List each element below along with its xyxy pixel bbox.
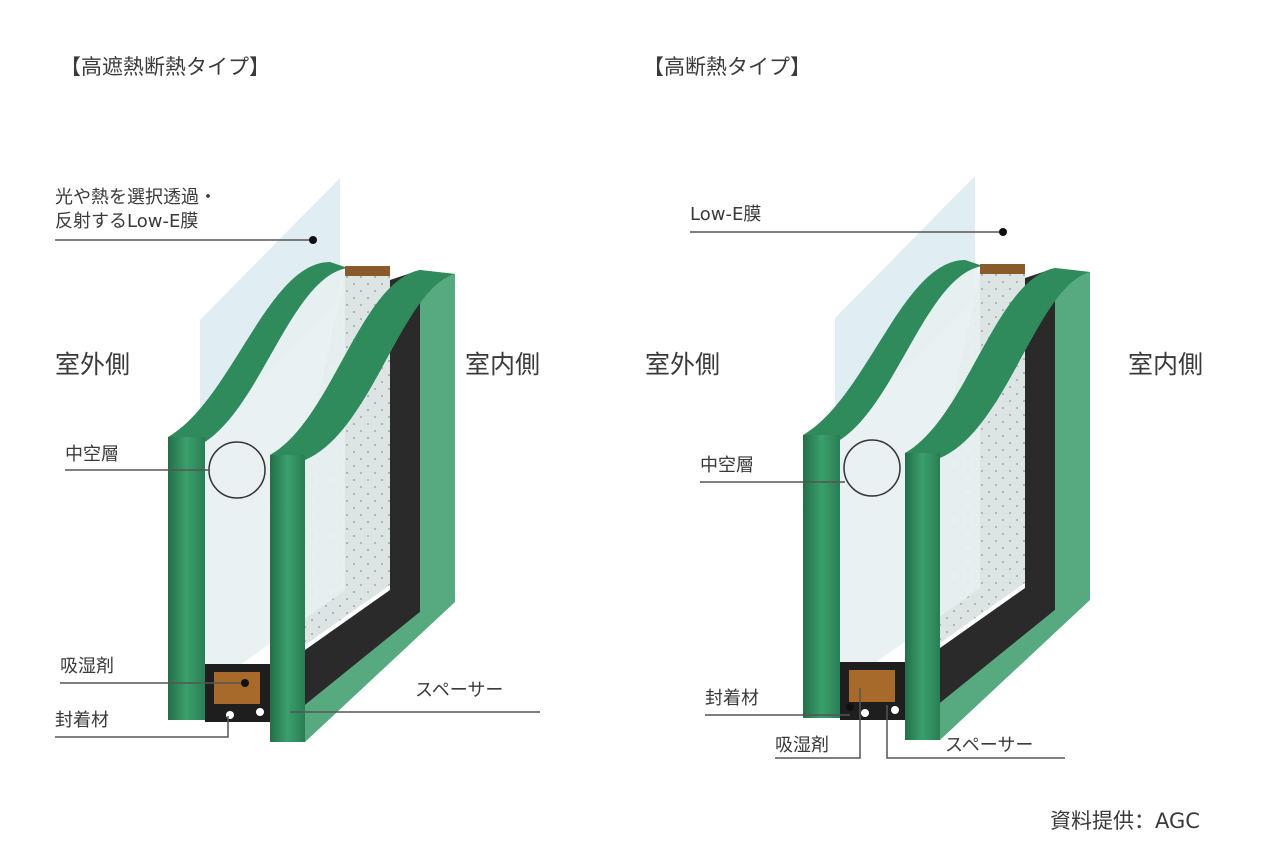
low-e-label-line1: 光や熱を選択透過・ xyxy=(55,187,217,208)
left-title: 【高遮熱断熱タイプ】 xyxy=(60,55,270,79)
left-air-layer-label: 中空層 xyxy=(65,444,119,465)
left-sealant-label: 封着材 xyxy=(55,710,109,731)
source-credit: 資料提供：AGC xyxy=(1050,809,1200,833)
right-spacer-label: スペーサー xyxy=(945,735,1034,756)
left-glass-unit xyxy=(167,177,456,743)
left-spacer-label: スペーサー xyxy=(415,680,504,701)
right-sealant-label: 封着材 xyxy=(705,688,759,709)
left-desiccant-label: 吸湿剤 xyxy=(60,656,114,677)
leader-lines xyxy=(55,231,1065,759)
right-title: 【高断熱タイプ】 xyxy=(643,55,811,79)
low-e-label-line2: 反射するLow-E膜 xyxy=(55,211,199,232)
right-outdoor-label: 室外側 xyxy=(645,350,721,379)
left-indoor-label: 室内側 xyxy=(465,350,541,379)
right-glass-unit xyxy=(802,175,1091,741)
left-outdoor-label: 室外側 xyxy=(55,350,131,379)
leader-dots xyxy=(241,228,1007,711)
right-air-layer-label: 中空層 xyxy=(700,455,754,476)
right-indoor-label: 室内側 xyxy=(1128,350,1204,379)
right-low-e-label: Low-E膜 xyxy=(690,204,762,225)
right-desiccant-label: 吸湿剤 xyxy=(775,735,829,756)
